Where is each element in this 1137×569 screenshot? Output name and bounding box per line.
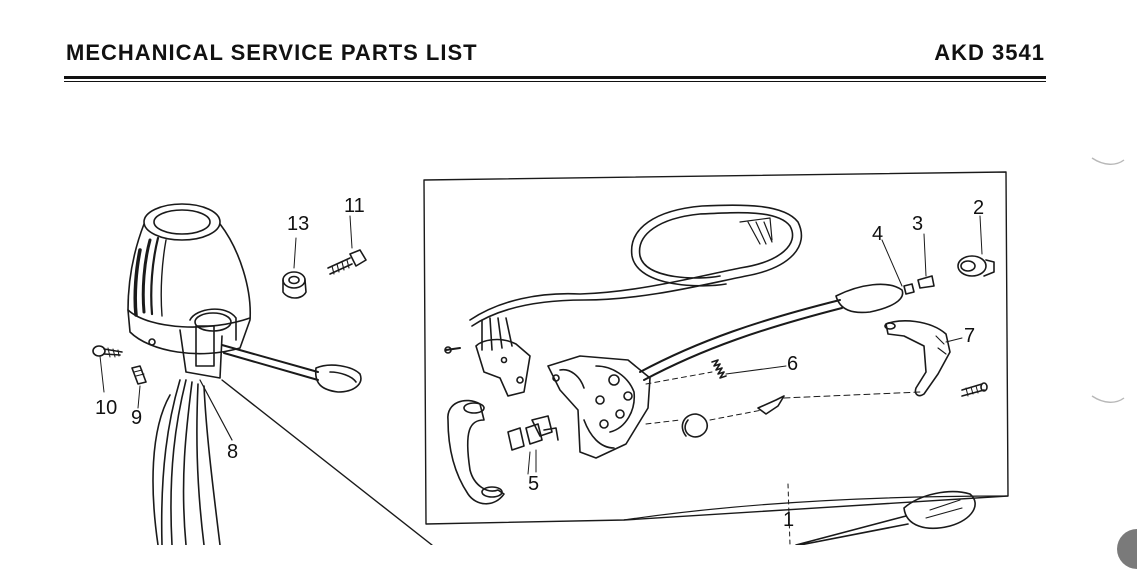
lever-1-illustration: [787, 483, 976, 545]
callout-7: 7: [964, 325, 976, 347]
clamp-illustration: [447, 399, 559, 505]
callout-6: 6: [787, 353, 799, 375]
frame: [423, 171, 1009, 525]
callout-13: 13: [287, 213, 310, 235]
torsion-spring-illustration: [645, 391, 921, 438]
callout-4: 4: [872, 223, 884, 245]
callout-1: 1: [783, 509, 795, 531]
callout-11: 11: [344, 195, 365, 217]
page-title: MECHANICAL SERVICE PARTS LIST: [66, 40, 478, 65]
clip-9-illustration: [131, 365, 147, 409]
header-rule: [64, 76, 1046, 79]
part-code: AKD 3541: [934, 40, 1045, 65]
exploded-parts-diagram: [92, 171, 1009, 545]
screw-10-illustration: [92, 345, 123, 393]
switch-body-illustration: [547, 283, 915, 459]
spring-6-illustration: [645, 359, 787, 385]
bolt-11-illustration: [327, 215, 367, 275]
callout-3: 3: [912, 213, 924, 235]
nut-13-illustration: [282, 237, 307, 299]
header-rule-thin: [64, 81, 1046, 82]
switch-cowl-illustration: [127, 203, 433, 545]
wiring-harness-illustration: [444, 204, 803, 397]
callout-9: 9: [131, 407, 143, 429]
callout-8: 8: [227, 441, 239, 463]
bracket-7-illustration: [881, 215, 995, 397]
page-edge-curls: [1091, 157, 1125, 403]
callout-10: 10: [95, 397, 118, 419]
callout-5: 5: [528, 473, 540, 495]
callout-2: 2: [973, 197, 985, 219]
